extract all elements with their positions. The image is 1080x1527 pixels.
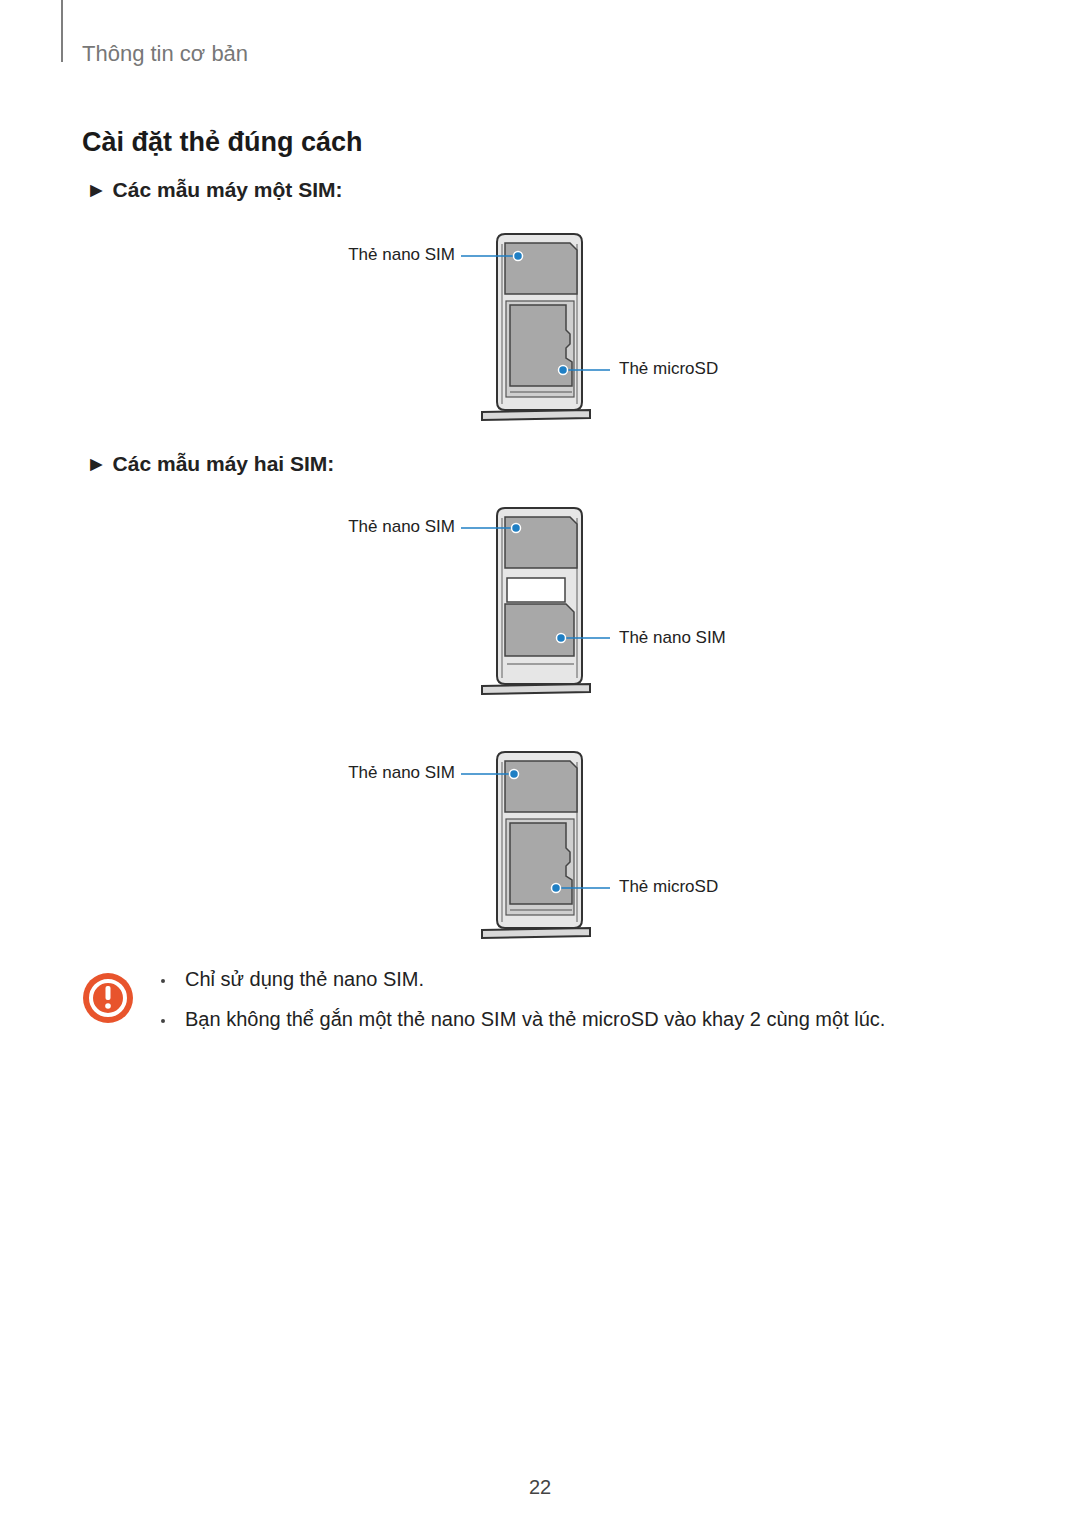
nano-sim-card — [505, 761, 577, 812]
leader-line — [461, 527, 516, 529]
sim-tray — [482, 234, 590, 420]
note: Bạn không thể gắn một thẻ nano SIM và th… — [185, 1007, 1065, 1032]
leader-dot — [557, 634, 566, 643]
bullets — [161, 979, 165, 1023]
nano-sim-card — [505, 243, 577, 294]
tray-lip — [482, 684, 590, 694]
warning-icon — [83, 973, 133, 1023]
microsd-card — [510, 823, 572, 904]
nano-sim-card — [505, 517, 577, 568]
header-rule — [61, 0, 63, 62]
leader-dot — [552, 884, 561, 893]
microsd-card — [510, 305, 572, 386]
callout-label: Thẻ microSD — [619, 876, 718, 897]
tray-frame — [497, 234, 582, 410]
tray-lip — [482, 928, 590, 938]
tray-rail — [502, 244, 577, 404]
leader-line — [556, 887, 610, 889]
leader-line — [461, 255, 518, 257]
tray-rail — [502, 518, 577, 678]
subheading: ► Các mẫu máy hai SIM: — [86, 451, 334, 477]
card-slot — [507, 578, 565, 602]
leader-dot — [514, 252, 523, 261]
page-title: Cài đặt thẻ đúng cách — [82, 126, 363, 160]
tray-frame — [497, 508, 582, 684]
tray-frame — [497, 752, 582, 928]
sim-tray — [482, 508, 590, 694]
callout-label: Thẻ microSD — [619, 358, 718, 379]
leader-lines — [461, 252, 610, 893]
callout-label: Thẻ nano SIM — [348, 244, 455, 265]
subheading: ► Các mẫu máy một SIM: — [86, 177, 343, 203]
leader-line — [561, 637, 610, 639]
page-number: 22 — [529, 1475, 551, 1500]
card-slot — [506, 819, 574, 915]
tray-rail — [502, 762, 577, 922]
callout-label: Thẻ nano SIM — [348, 516, 455, 537]
leader-dot — [510, 770, 519, 779]
header: Thông tin cơ bản — [82, 40, 248, 68]
nano-sim-card — [505, 604, 574, 656]
leader-dot — [559, 366, 568, 375]
callout-label: Thẻ nano SIM — [348, 762, 455, 783]
leader-dot — [512, 524, 521, 533]
leader-line — [563, 369, 610, 371]
card-slot — [506, 301, 574, 397]
note: Chỉ sử dụng thẻ nano SIM. — [185, 967, 1045, 992]
callout-label: Thẻ nano SIM — [619, 627, 726, 648]
tray-lip — [482, 410, 590, 420]
sim-tray — [482, 752, 590, 938]
leader-line — [461, 773, 514, 775]
